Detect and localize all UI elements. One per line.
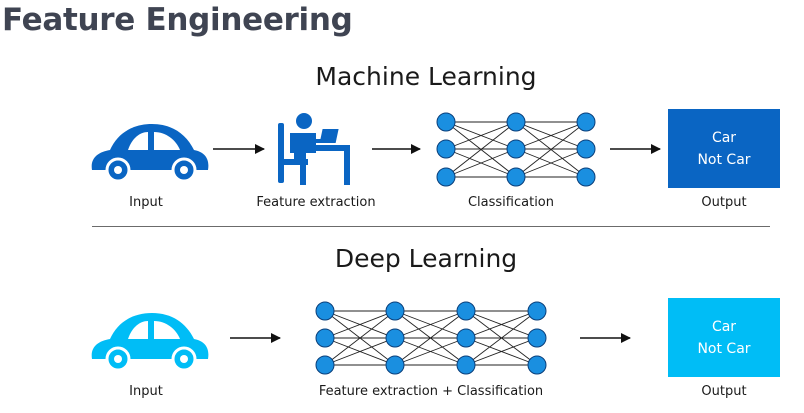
network-edge — [394, 310, 467, 366]
machine-learning-title: Machine Learning — [315, 62, 537, 91]
network-node — [436, 167, 456, 187]
network-edge — [465, 310, 538, 339]
network-node — [385, 301, 405, 321]
network-node — [456, 355, 476, 375]
dl-input-label: Input — [129, 384, 163, 399]
neural-network-icon — [436, 112, 596, 187]
network-node — [506, 139, 526, 159]
network-node — [315, 328, 335, 348]
page-title: Feature Engineering — [2, 2, 353, 38]
network-edge — [324, 310, 396, 339]
network-edge — [465, 310, 538, 366]
network-node — [576, 139, 596, 159]
ml-output-car: Car — [711, 129, 737, 146]
dl-combined-label: Feature extraction + Classification — [318, 384, 544, 399]
ml-output-box: Car Not Car — [668, 109, 780, 188]
network-edge — [515, 121, 587, 178]
network-edge — [445, 148, 517, 178]
network-node — [315, 301, 335, 321]
network-edge — [394, 310, 467, 339]
neural-network-icon — [315, 301, 547, 375]
deep-learning-title: Deep Learning — [334, 244, 518, 273]
network-edge — [445, 121, 517, 150]
network-edge — [394, 337, 467, 366]
network-node — [576, 112, 596, 132]
network-node — [436, 112, 456, 132]
network-node — [506, 167, 526, 187]
network-node — [527, 328, 547, 348]
person-at-desk-icon — [278, 113, 350, 185]
car-icon — [91, 124, 209, 183]
network-node — [315, 355, 335, 375]
ml-output-not-car: Not Car — [697, 151, 751, 168]
network-node — [527, 355, 547, 375]
dl-output-box: Car Not Car — [668, 298, 780, 377]
network-node — [385, 355, 405, 375]
network-node — [456, 301, 476, 321]
network-edge — [445, 121, 517, 178]
network-edge — [324, 310, 396, 366]
network-node — [456, 328, 476, 348]
ml-input-label: Input — [129, 195, 163, 210]
ml-feature-extraction-label: Feature extraction — [256, 195, 376, 210]
ml-output-label: Output — [701, 195, 747, 210]
network-node — [527, 301, 547, 321]
network-edge — [515, 148, 587, 178]
network-node — [385, 328, 405, 348]
section-divider — [92, 226, 770, 227]
network-edge — [465, 337, 538, 366]
network-node — [506, 112, 526, 132]
network-edge — [515, 121, 587, 150]
dl-output-not-car: Not Car — [697, 340, 751, 357]
dl-output-label: Output — [701, 384, 747, 399]
ml-classification-label: Classification — [467, 195, 555, 210]
network-node — [576, 167, 596, 187]
network-edge — [324, 337, 396, 366]
car-icon — [91, 313, 209, 372]
dl-output-car: Car — [711, 318, 737, 335]
network-node — [436, 139, 456, 159]
